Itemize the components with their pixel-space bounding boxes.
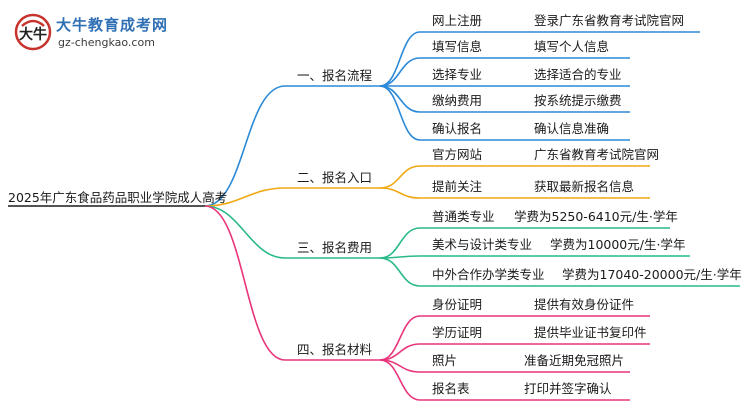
logo-url: gz-chengkao.com [58,36,155,49]
leaf-name: 缴纳费用 [432,93,483,108]
leaf-name: 中外合作办学类专业 [432,267,545,282]
branch-2-connectors [204,165,650,207]
logo-title: 大牛教育成考网 [56,16,169,34]
leaf-value: 准备近期免冠照片 [524,353,625,368]
leaf-value: 广东省教育考试院官网 [534,147,660,162]
branch-1-label: 一、报名流程 [297,68,373,83]
leaf-value: 登录广东省教育考试院官网 [534,13,685,28]
leaf-value: 填写个人信息 [534,39,610,54]
leaf-name: 美术与设计类专业 [432,237,533,252]
svg-text:大牛: 大牛 [19,26,47,43]
logo-mark-icon: 大牛 [14,13,52,51]
branch-4-label: 四、报名材料 [297,342,373,357]
branch-3-label: 三、报名费用 [297,240,373,255]
leaf-name: 网上注册 [432,13,483,28]
leaf-value: 按系统提示缴费 [534,93,622,108]
site-logo: 大牛 大牛教育成考网 gz-chengkao.com [14,12,184,56]
leaf-value: 获取最新报名信息 [534,179,635,194]
root-topic: 2025年广东食品药品职业学院成人高考 [8,190,228,205]
leaf-value: 学费为17040-20000元/生·学年 [562,267,742,282]
leaf-value: 提供有效身份证件 [534,297,635,312]
leaf-name: 身份证明 [432,297,483,312]
leaf-value: 确认信息准确 [534,121,610,136]
leaf-name: 填写信息 [432,39,483,54]
branch-3-connectors [204,205,740,287]
leaf-name: 报名表 [432,381,470,396]
leaf-name: 官方网站 [432,147,483,162]
leaf-name: 普通类专业 [432,209,495,224]
branch-2-label: 二、报名入口 [297,170,373,185]
leaf-value: 打印并签字确认 [524,381,612,396]
leaf-value: 学费为5250-6410元/生·学年 [514,209,678,224]
leaf-value: 提供毕业证书复印件 [534,325,647,340]
leaf-value: 选择适合的专业 [534,67,622,82]
leaf-value: 学费为10000元/生·学年 [550,237,686,252]
leaf-name: 选择专业 [432,67,483,82]
leaf-name: 确认报名 [432,121,483,136]
branch-1-connectors [204,31,700,207]
leaf-name: 照片 [432,353,458,368]
leaf-name: 提前关注 [432,179,483,194]
branch-4-connectors [204,205,650,401]
leaf-name: 学历证明 [432,325,483,340]
